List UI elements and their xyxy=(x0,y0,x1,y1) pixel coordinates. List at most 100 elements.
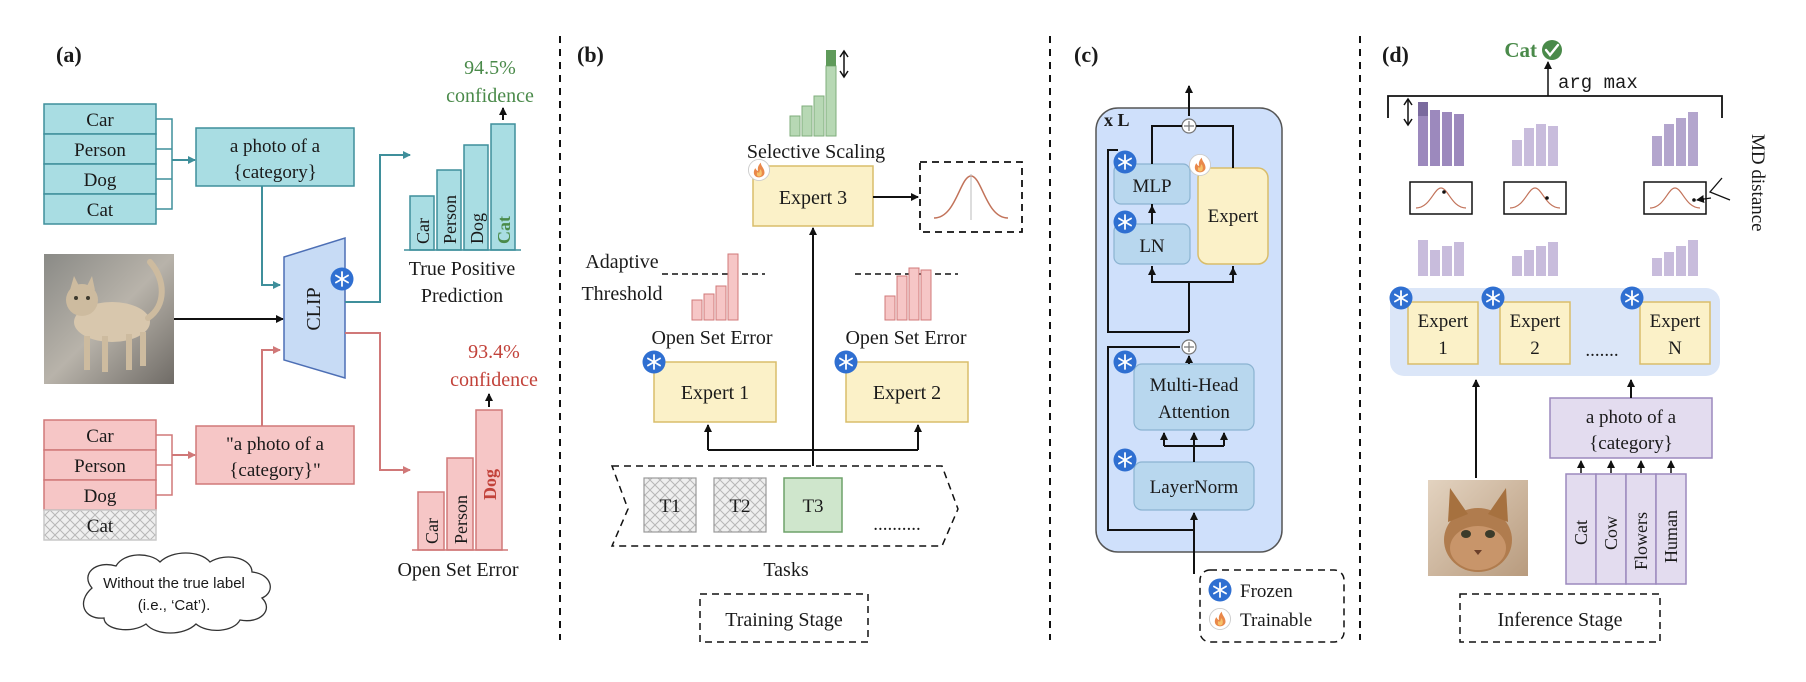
panel-a-tag: (a) xyxy=(56,42,82,67)
inference-prompt-line1: a photo of a xyxy=(1586,407,1677,428)
clip-to-tp-arrow xyxy=(345,151,411,303)
true-label-1: Person xyxy=(74,140,126,161)
missing-label-3: Cat xyxy=(87,516,114,537)
mha-label-line1: Multi-Head xyxy=(1150,375,1239,396)
raw-bars-2 xyxy=(1512,242,1558,276)
scaled-bars-3 xyxy=(1652,112,1698,166)
expert-dn-name: Expert xyxy=(1650,311,1701,332)
true-label-3: Cat xyxy=(87,200,114,221)
expert-d2-box xyxy=(1499,301,1571,365)
mlp-frozen-icon xyxy=(1113,150,1137,174)
true-prompt-line2: {category} xyxy=(233,162,317,183)
ln-frozen-icon xyxy=(1113,210,1137,234)
training-stage-box xyxy=(699,593,869,643)
clip-to-ose-arrow xyxy=(345,332,411,474)
tp-bar-label-3: Cat xyxy=(494,216,514,244)
tp-caption-line1: True Positive xyxy=(409,258,516,280)
argmax-label: arg max xyxy=(1558,72,1638,94)
missing-prompt-box xyxy=(195,425,355,485)
raw-bars-1 xyxy=(1418,240,1464,276)
adaptive-threshold-line2: Threshold xyxy=(581,283,662,305)
cloud-line1: Without the true label xyxy=(103,575,245,592)
layernorm-frozen-icon xyxy=(1113,448,1137,472)
expert2-frozen-icon xyxy=(834,350,858,374)
right-error-bars xyxy=(884,267,932,321)
left-error-bars xyxy=(691,253,739,321)
expert-d1-name: Expert xyxy=(1418,311,1469,332)
missing-label-list: Car Person Dog Cat xyxy=(43,419,157,541)
expert-d1-box xyxy=(1407,301,1479,365)
check-icon xyxy=(1542,40,1562,60)
result-label: Cat xyxy=(1504,38,1537,62)
true-label-0: Car xyxy=(86,110,114,131)
expert-adapter-trainable-icon xyxy=(1189,154,1211,176)
ln-label: LN xyxy=(1139,236,1165,257)
ose-confidence-value: 93.4% xyxy=(468,341,520,363)
panel-dividers xyxy=(559,36,1361,640)
tasks-label: Tasks xyxy=(763,559,808,581)
task-t3 xyxy=(783,477,843,533)
cloud-bubble xyxy=(82,552,271,634)
tp-bar-label-0: Car xyxy=(413,218,433,244)
expert1-box xyxy=(653,361,777,423)
tp-bar-chart: Car Person Dog Cat xyxy=(404,107,521,251)
category-3: Human xyxy=(1661,510,1681,563)
panel-c-tag: (c) xyxy=(1074,42,1098,67)
expert2-box xyxy=(845,361,969,423)
inference-cat-image xyxy=(1428,480,1528,576)
md-distance-label: MD distance xyxy=(1747,134,1768,232)
scaled-bars-1 xyxy=(1403,97,1464,166)
mha-label-line2: Attention xyxy=(1158,402,1230,423)
cat-image xyxy=(44,254,174,384)
raw-bars-3 xyxy=(1652,240,1698,276)
category-2: Flowers xyxy=(1631,512,1651,570)
category-list: Cat Cow Flowers Human xyxy=(1565,473,1687,585)
expert-d1-frozen-icon xyxy=(1389,286,1413,310)
inference-stage-label: Inference Stage xyxy=(1498,609,1623,631)
expert-d1-num: 1 xyxy=(1438,338,1448,359)
missing-label-0: Car xyxy=(86,426,114,447)
mlp-label: MLP xyxy=(1132,176,1171,197)
tp-confidence-word: confidence xyxy=(446,85,534,107)
true-label-list: Car Person Dog Cat xyxy=(43,103,157,225)
true-prompt-to-clip-arrow xyxy=(261,186,281,289)
expert-dots: ....... xyxy=(1585,340,1618,361)
clip-label: CLIP xyxy=(303,287,325,330)
task-t1 xyxy=(643,477,697,533)
expert-dn-num: N xyxy=(1668,338,1682,359)
panel-d: (d) Cat arg max xyxy=(1382,38,1768,643)
expert-d2-num: 2 xyxy=(1530,338,1540,359)
clip-model xyxy=(283,236,346,380)
tp-caption-line2: Prediction xyxy=(421,285,503,307)
md-box-3 xyxy=(1643,181,1707,215)
expert-dn-frozen-icon xyxy=(1620,286,1644,310)
ose-confidence-word: confidence xyxy=(450,369,538,391)
residual-path xyxy=(1107,346,1194,531)
task-t2 xyxy=(713,477,767,533)
category-0: Cat xyxy=(1571,520,1591,545)
true-label-connectors xyxy=(156,118,173,210)
legend-trainable-label: Trainable xyxy=(1240,610,1312,631)
legend-frozen-icon xyxy=(1208,578,1232,602)
open-set-error-left: Open Set Error xyxy=(651,327,772,349)
expert-dn-box xyxy=(1639,301,1711,365)
true-label-2: Dog xyxy=(84,170,117,191)
tasks-more: .......... xyxy=(873,514,921,535)
expert1-frozen-icon xyxy=(642,350,666,374)
missing-prompt-line2: {category}" xyxy=(229,460,320,481)
repeat-label: x L xyxy=(1104,110,1130,130)
md-distance-pointer xyxy=(1708,177,1731,201)
expert3-trainable-icon xyxy=(748,159,770,181)
ose-bar-label-0: Car xyxy=(422,518,442,544)
inference-prompt-line2: {category} xyxy=(1589,433,1673,454)
legend-frozen-label: Frozen xyxy=(1240,581,1293,602)
cloud-line2: (i.e., ‘Cat’). xyxy=(138,597,211,614)
layernorm-label: LayerNorm xyxy=(1150,477,1239,498)
ose-bar-chart: Car Person Dog xyxy=(412,393,508,551)
open-set-error-right: Open Set Error xyxy=(845,327,966,349)
panel-b: (b) Selective Scaling Expert 3 Adaptive … xyxy=(577,42,1023,643)
panel-d-tag: (d) xyxy=(1382,42,1409,67)
missing-prompt-line1: "a photo of a xyxy=(226,434,325,455)
task-t3-label: T3 xyxy=(802,496,823,517)
